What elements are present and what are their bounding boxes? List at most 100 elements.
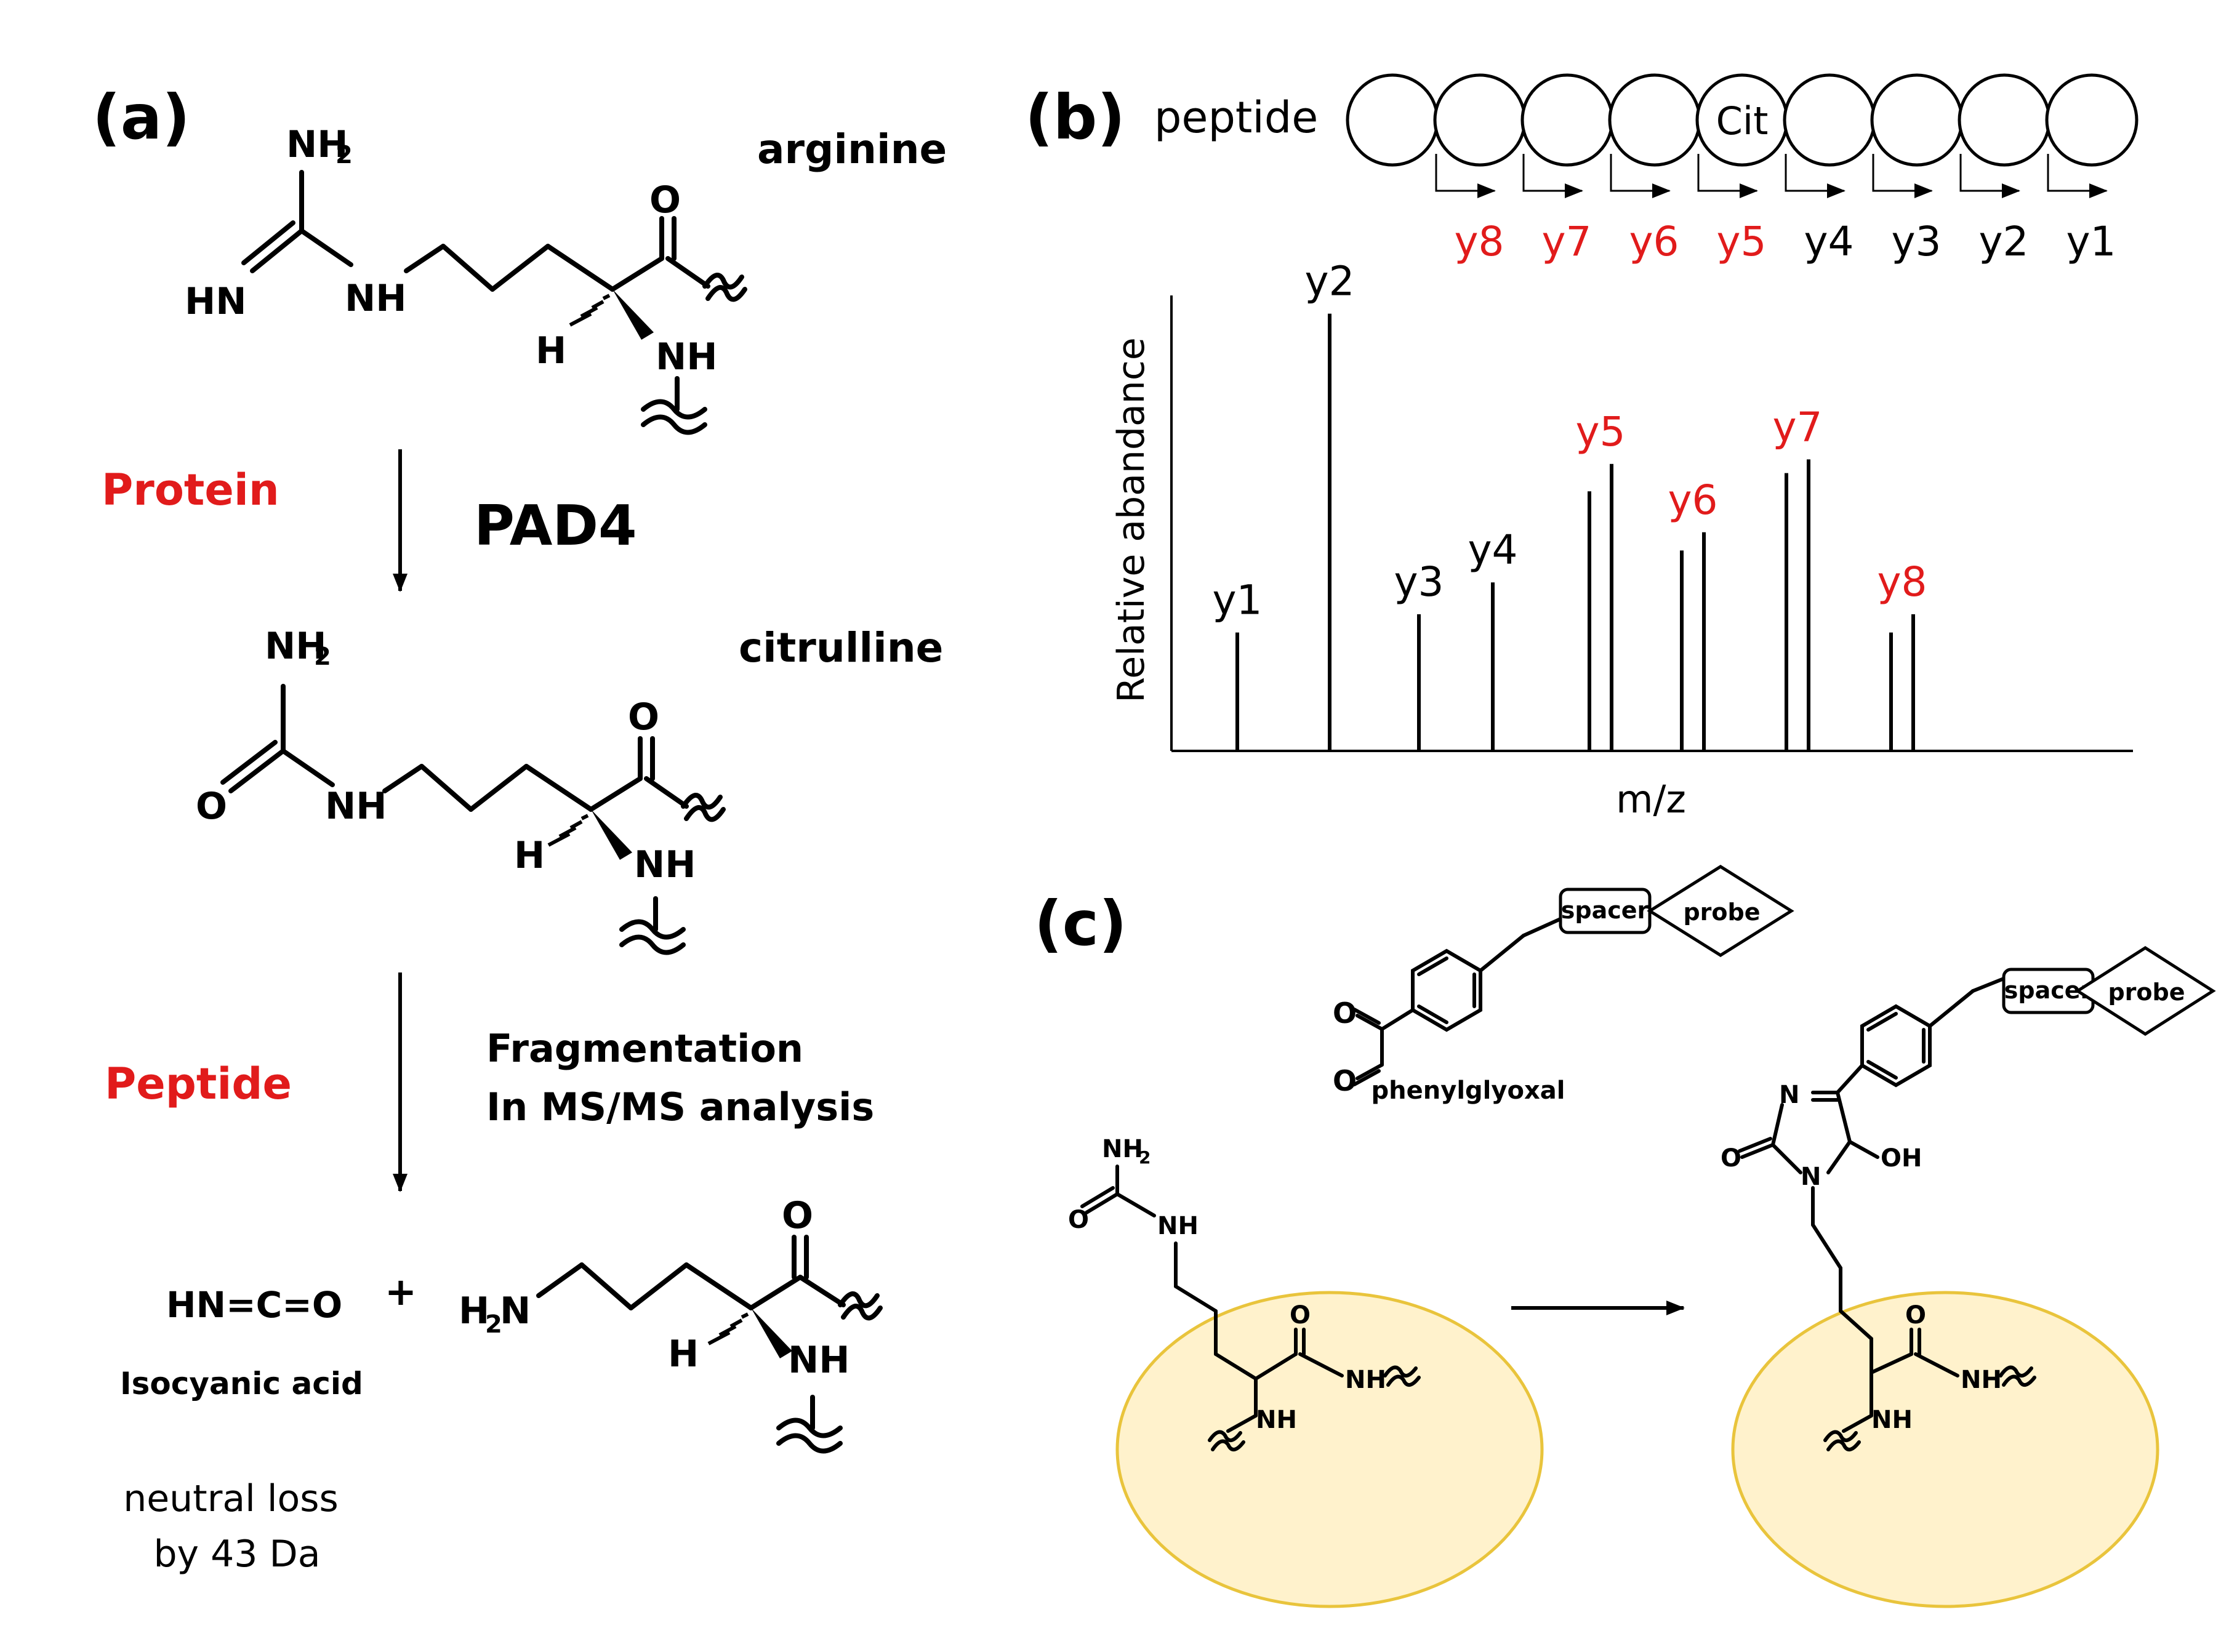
- fragment-arrow: [1522, 154, 1583, 198]
- citrulline-nh: NH: [325, 785, 387, 828]
- isocyanic-formula: HN=C=O: [166, 1284, 342, 1326]
- phenylglyoxal-atoms: O O: [1333, 996, 1357, 1097]
- plus-sign: +: [385, 1269, 417, 1314]
- probe-label-reagent: probe: [1683, 899, 1760, 926]
- left-urea-o: O: [1068, 1206, 1089, 1234]
- panel-c-label: (c): [1034, 888, 1127, 960]
- fragmentation-line1: Fragmentation: [486, 1026, 803, 1071]
- citrulline-residue-left-atoms: NH 2 O NH O NH NH: [1068, 1135, 1386, 1434]
- peak-label: y6: [1668, 476, 1717, 524]
- citrulline-atoms: NH 2 O NH O H NH: [196, 625, 696, 886]
- fragment-arrow: [1785, 154, 1845, 198]
- fragment-arrows: [1435, 154, 2108, 198]
- ion-label-top: y1: [2066, 218, 2116, 265]
- citrulline-nh2-sub: 2: [314, 643, 331, 671]
- peptide-label: Peptide: [105, 1059, 292, 1109]
- left-alpha-nh: NH: [1256, 1406, 1297, 1434]
- ion-label-top: y5: [1716, 218, 1766, 265]
- isocyanic-name: Isocyanic acid: [120, 1366, 363, 1401]
- fragment-arrow: [1959, 154, 2020, 198]
- ornithine-atoms: H 2 N O H NH: [459, 1194, 849, 1382]
- arginine-nh2-sub: 2: [335, 141, 353, 169]
- peak-label: y2: [1304, 258, 1354, 305]
- phenylglyoxal-label: phenylglyoxal: [1372, 1077, 1565, 1105]
- glyoxal-o1: O: [1333, 996, 1357, 1030]
- arginine-o: O: [649, 178, 681, 222]
- probe-diamond-product: [2074, 946, 2216, 1036]
- peak-label: y8: [1877, 558, 1927, 606]
- product-ring-n2: N: [1801, 1163, 1821, 1191]
- ornithine-hash: [707, 1312, 749, 1345]
- phenylglyoxal-structure: [1352, 917, 1562, 1086]
- arginine-hash: [569, 294, 611, 327]
- arginine-label: arginine: [757, 126, 947, 173]
- arginine-structure: [241, 170, 747, 302]
- citrulline-hash: [547, 814, 589, 847]
- fragment-arrow: [1872, 154, 1933, 198]
- labeled-product-atoms: N N O OH O NH NH: [1721, 1081, 2002, 1434]
- left-nh2-sub: 2: [1139, 1147, 1151, 1168]
- peak-label: y7: [1772, 403, 1822, 451]
- panel-a: (a): [92, 81, 947, 1576]
- citrulline-o: O: [196, 785, 227, 828]
- panel-c: (c) O O spacer probe phenylglyoxal: [1034, 865, 2216, 1608]
- left-carbonyl-o: O: [1290, 1301, 1311, 1329]
- citrulline-residue-left: [1080, 1165, 1421, 1451]
- citrulline-nh2: NH: [265, 625, 326, 668]
- peptide-chain-label: peptide: [1154, 92, 1318, 143]
- citrulline-wedge: [591, 809, 632, 860]
- product-alpha-nh: NH: [1871, 1406, 1913, 1434]
- arginine-atoms: NH 2 HN NH O H NH: [185, 123, 717, 379]
- product-ring-o: O: [1721, 1144, 1741, 1173]
- probe-label-product: probe: [2108, 979, 2185, 1006]
- panel-b-label: (b): [1025, 81, 1125, 153]
- citrulline-h: H: [514, 834, 545, 877]
- fragment-arrow: [1697, 154, 1758, 198]
- left-amide-nh: NH: [1345, 1366, 1386, 1394]
- pad4-label: PAD4: [474, 494, 637, 558]
- ion-label-top: y2: [1978, 218, 2028, 265]
- ornithine-h2n-n: N: [500, 1289, 531, 1333]
- neutral-loss-line1: neutral loss: [123, 1477, 339, 1520]
- ornithine-h2n-h: H: [459, 1289, 489, 1333]
- peak-label: y5: [1575, 408, 1625, 455]
- citrulline-structure: [220, 684, 726, 822]
- spectrum-peaks: y1 y2 y3 y4 y5 y6 y7 y8: [1212, 258, 1927, 751]
- peak-label: y3: [1394, 558, 1444, 606]
- probe-diamond-reagent: [1647, 865, 1794, 957]
- ion-label-top: y7: [1541, 218, 1591, 265]
- ornithine-wedge: [751, 1308, 792, 1358]
- ion-label-top: y4: [1804, 218, 1854, 265]
- arginine-h: H: [536, 329, 566, 372]
- ornithine-alpha-nh: NH: [788, 1339, 849, 1382]
- product-oh: OH: [1881, 1144, 1922, 1173]
- ornithine-h: H: [668, 1333, 699, 1376]
- product-amide-nh: NH: [1961, 1366, 2002, 1394]
- citrulline-label: citrulline: [739, 624, 943, 672]
- spacer-label-reagent: spacer: [1561, 897, 1649, 924]
- peak-label: y4: [1468, 526, 1517, 574]
- ornithine-h2n-sub: 2: [485, 1310, 502, 1339]
- fragment-arrow: [1610, 154, 1671, 198]
- peptide-chain: [1346, 73, 2139, 167]
- cit-residue-label: Cit: [1716, 98, 1769, 143]
- ornithine-o: O: [782, 1194, 813, 1237]
- arginine-alpha-nh: NH: [656, 335, 717, 379]
- fragment-arrow: [2047, 154, 2108, 198]
- ion-label-top: y3: [1891, 218, 1941, 265]
- neutral-loss-line2: by 43 Da: [153, 1533, 320, 1576]
- protein-label: Protein: [102, 465, 279, 515]
- panel-a-label: (a): [92, 81, 190, 153]
- arginine-nh2: NH: [286, 123, 348, 166]
- citrulline-carbonyl-o: O: [628, 696, 659, 739]
- peak-label: y1: [1212, 577, 1262, 624]
- ornithine-structure: [536, 1235, 883, 1321]
- fragmentation-line2: In MS/MS analysis: [486, 1085, 874, 1129]
- arginine-nh: NH: [345, 277, 406, 320]
- product-ring-n1: N: [1779, 1081, 1799, 1109]
- product-carbonyl-o: O: [1905, 1301, 1926, 1329]
